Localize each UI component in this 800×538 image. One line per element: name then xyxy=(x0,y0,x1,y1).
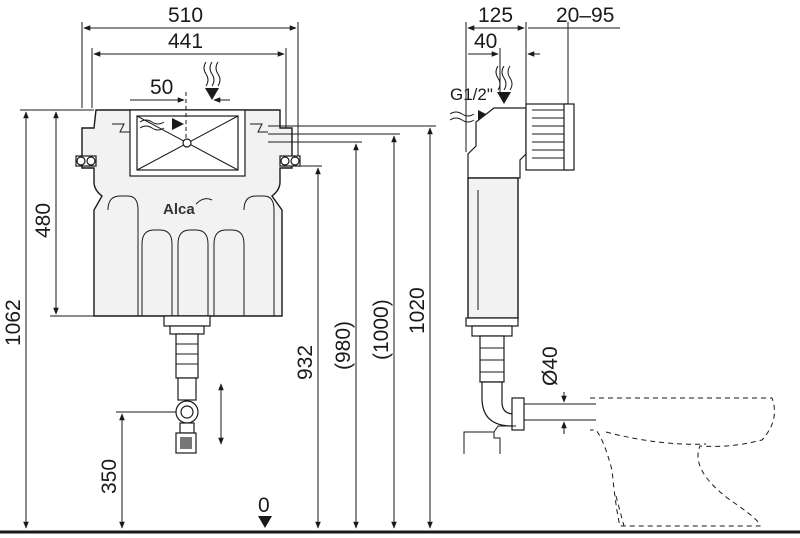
brand-logo: Alca xyxy=(163,201,195,218)
cistern-body xyxy=(75,61,301,317)
dim-offset-40: 40 xyxy=(474,30,497,53)
dim-adjust-20-95: 20–95 xyxy=(556,4,614,27)
front-view: Alca 510 441 50 xyxy=(0,4,800,534)
dim-height-1020: 1020 xyxy=(406,287,429,334)
dim-height-932: 932 xyxy=(294,345,317,380)
dim-inlet-offset-50: 50 xyxy=(150,76,173,99)
dim-width-441: 441 xyxy=(168,30,203,53)
drain-assembly xyxy=(163,315,211,454)
dim-height-350: 350 xyxy=(98,459,121,494)
dim-floor-zero: 0 xyxy=(258,494,270,517)
dim-pipe-diameter-40: Ø40 xyxy=(539,346,562,386)
logo-bird-icon xyxy=(195,198,213,205)
dim-height-1062: 1062 xyxy=(2,299,25,346)
side-view: 125 20–95 40 G1/2" xyxy=(449,4,775,527)
thread-label: G1/2" xyxy=(450,85,493,104)
dim-height-980: (980) xyxy=(332,321,355,370)
toilet-bowl-outline xyxy=(590,397,775,527)
floor-marker-icon xyxy=(258,516,272,528)
dim-height-1000: (1000) xyxy=(370,299,393,360)
dim-depth-125: 125 xyxy=(478,4,513,27)
dim-width-510: 510 xyxy=(168,4,203,27)
dim-height-480: 480 xyxy=(32,203,55,238)
